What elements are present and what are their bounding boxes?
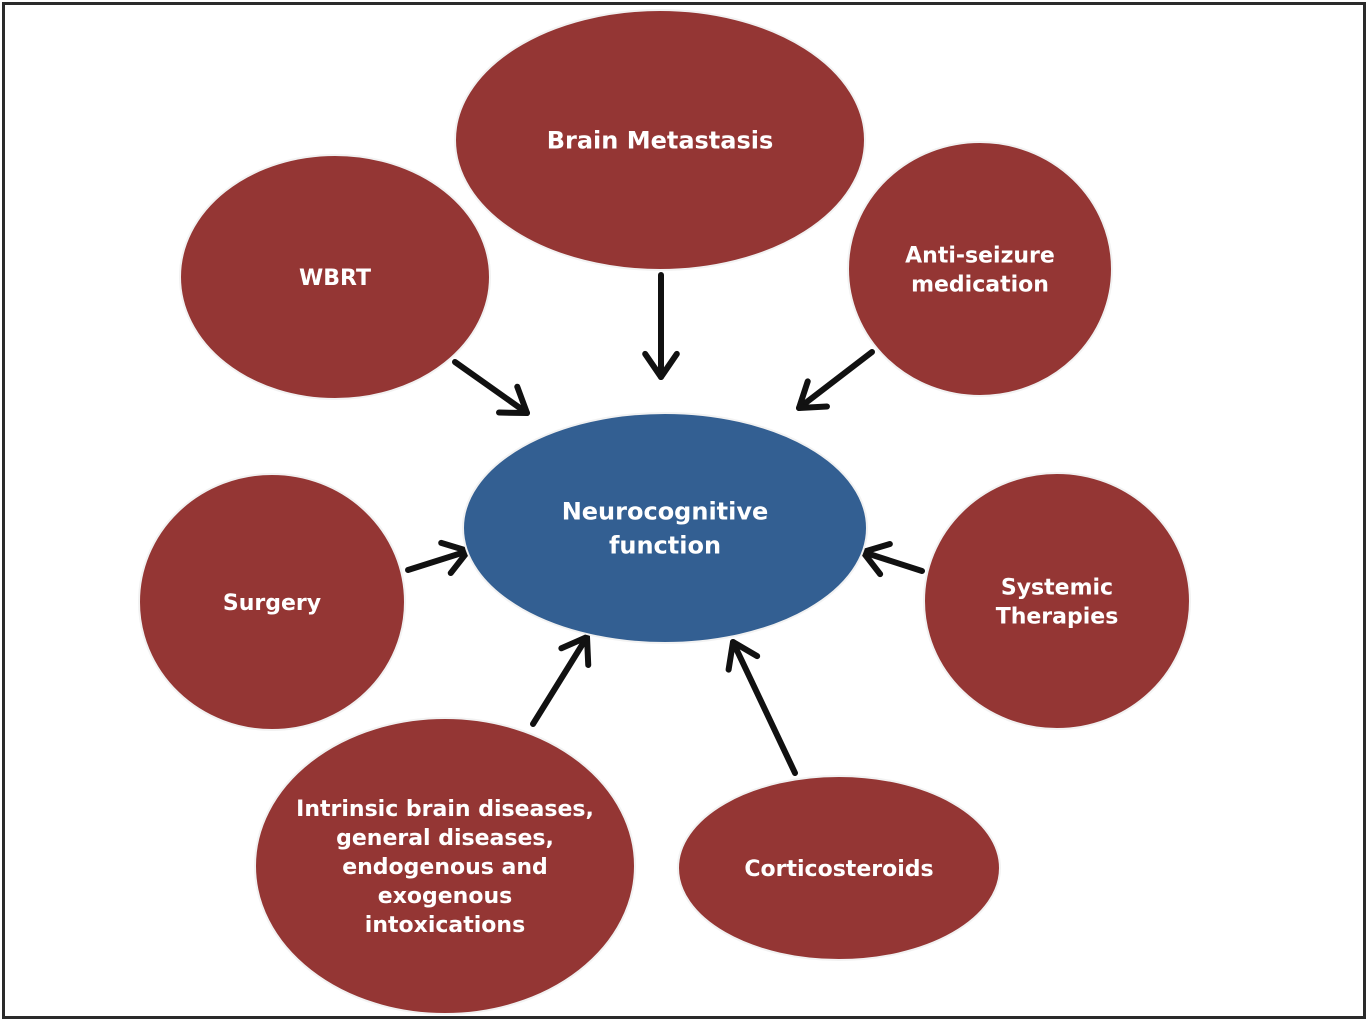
arrow-brain-metastasis [642,272,680,380]
arrow-corticosteroids [725,639,798,776]
node-anti-seizure-medication-label-line: medication [911,272,1049,297]
arrow-systemic-therapies [860,541,925,578]
node-intrinsic-brain-diseases-label-line: Intrinsic brain diseases, [296,797,594,822]
node-anti-seizure-medication-label-line: Anti-seizure [905,243,1055,268]
node-wbrt-label-line: WBRT [299,266,371,291]
arrow-shaft [860,549,925,574]
node-corticosteroids-shape [677,775,1001,961]
node-intrinsic-brain-diseases-label-line: general diseases, [336,826,554,851]
center-node-neurocognitive-function-shape [462,412,868,644]
node-systemic-therapies-label-line: Therapies [996,604,1119,629]
arrow-head [796,378,830,411]
center-node-neurocognitive-function: Neurocognitive function [462,412,868,644]
node-brain-metastasis-label-line: Brain Metastasis [547,127,774,155]
arrow-shaft [452,359,530,416]
node-anti-seizure-medication-shape [847,141,1113,397]
node-intrinsic-brain-diseases-shape [254,717,636,1015]
arrow-shaft [530,634,590,727]
arrow-shaft [796,349,875,411]
node-anti-seizure-medication: Anti-seizure medication [847,141,1113,397]
arrow-head [725,639,761,673]
node-intrinsic-brain-diseases-label-line: intoxications [365,913,525,938]
node-wbrt: WBRT [179,154,491,400]
node-intrinsic-brain-diseases-label-line: exogenous [378,884,512,909]
node-systemic-therapies-shape [923,472,1191,730]
node-surgery-shape [138,473,406,731]
arrow-shaft [405,548,471,573]
node-intrinsic-brain-diseases: Intrinsic brain diseases, general disease… [254,717,636,1015]
node-surgery-label-line: Surgery [223,591,321,616]
arrow-head [558,634,592,668]
center-node-neurocognitive-function-label-line: Neurocognitive [562,498,769,526]
node-systemic-therapies-label-line: Systemic [1001,575,1113,600]
arrow-head [642,350,680,380]
arrow-shaft [730,639,798,776]
node-surgery: Surgery [138,473,406,731]
center-node-neurocognitive-function-label-line: function [609,532,721,560]
arrow-intrinsic-brain-diseases [530,634,592,727]
arrow-head [496,383,530,416]
arrow-wbrt [452,359,530,416]
node-corticosteroids: Corticosteroids [677,775,1001,961]
node-corticosteroids-label-line: Corticosteroids [744,857,933,882]
node-brain-metastasis: Brain Metastasis [454,9,866,271]
node-brain-metastasis-shape [454,9,866,271]
node-intrinsic-brain-diseases-label-line: endogenous and [342,855,548,880]
node-wbrt-shape [179,154,491,400]
nodes-layer: Neurocognitive function Brain MetastasisWB… [138,9,1191,1015]
arrow-anti-seizure-medication [796,349,875,411]
arrow-surgery [405,539,471,577]
